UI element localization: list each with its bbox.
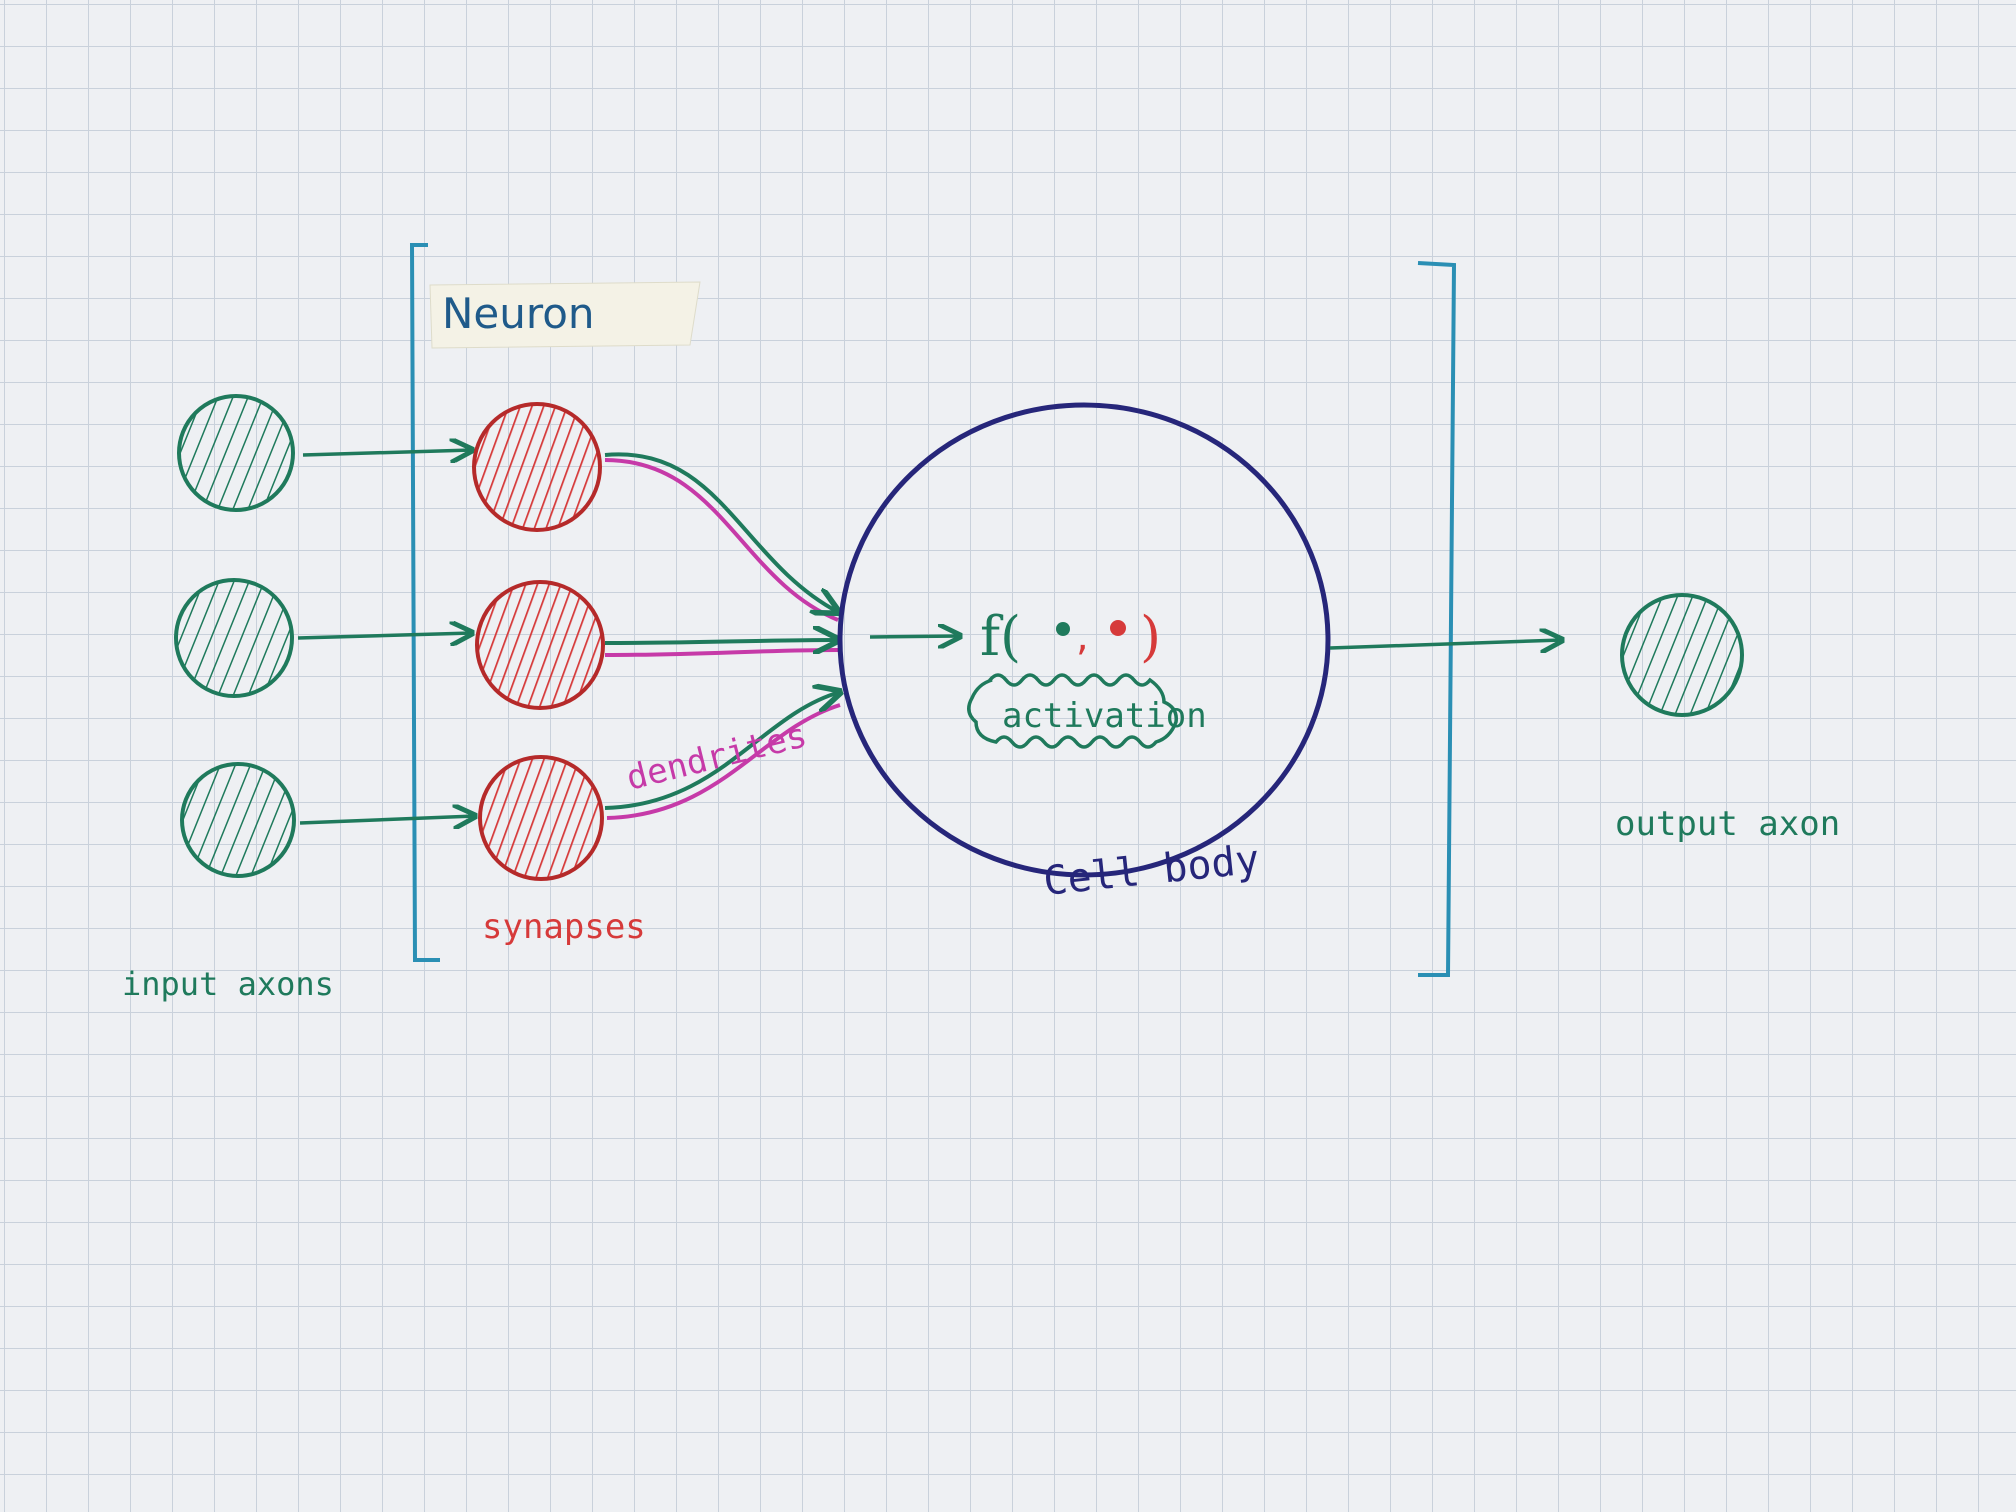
comma-mark: , bbox=[1076, 614, 1089, 660]
arrow-right-icon bbox=[299, 816, 475, 823]
function-label: f( bbox=[980, 605, 1021, 668]
green-dot bbox=[1056, 622, 1070, 636]
title-label: Neuron bbox=[442, 289, 595, 338]
input-neuron-1 bbox=[177, 394, 295, 512]
synapse-3 bbox=[478, 755, 604, 881]
cell-body bbox=[837, 402, 1331, 878]
function-close-label: ) bbox=[1140, 605, 1161, 668]
synapse-1 bbox=[472, 402, 602, 532]
dendrites bbox=[604, 452, 840, 820]
activation-label: activation bbox=[1002, 696, 1207, 736]
input-neuron-2 bbox=[174, 578, 294, 698]
activation-cloud: activation bbox=[967, 673, 1207, 749]
red-dot bbox=[1110, 620, 1126, 636]
input-neuron-3 bbox=[180, 762, 296, 878]
right-bracket bbox=[1417, 261, 1457, 977]
output-axon-label: output axon bbox=[1615, 804, 1840, 844]
arrow-right-icon bbox=[302, 450, 472, 455]
synapses bbox=[472, 402, 605, 881]
synapse-2 bbox=[475, 580, 605, 710]
arrow-right-icon bbox=[869, 636, 960, 637]
title-tape: Neuron bbox=[429, 281, 701, 349]
arrow-right-icon bbox=[297, 633, 472, 638]
output-neuron bbox=[1620, 593, 1744, 717]
input-arrows bbox=[297, 450, 475, 823]
synapses-label: synapses bbox=[482, 907, 646, 947]
left-bracket bbox=[409, 243, 440, 962]
input-axons-label: input axons bbox=[122, 965, 334, 1003]
input-axons bbox=[174, 394, 296, 878]
arrow-right-icon bbox=[1329, 640, 1562, 648]
